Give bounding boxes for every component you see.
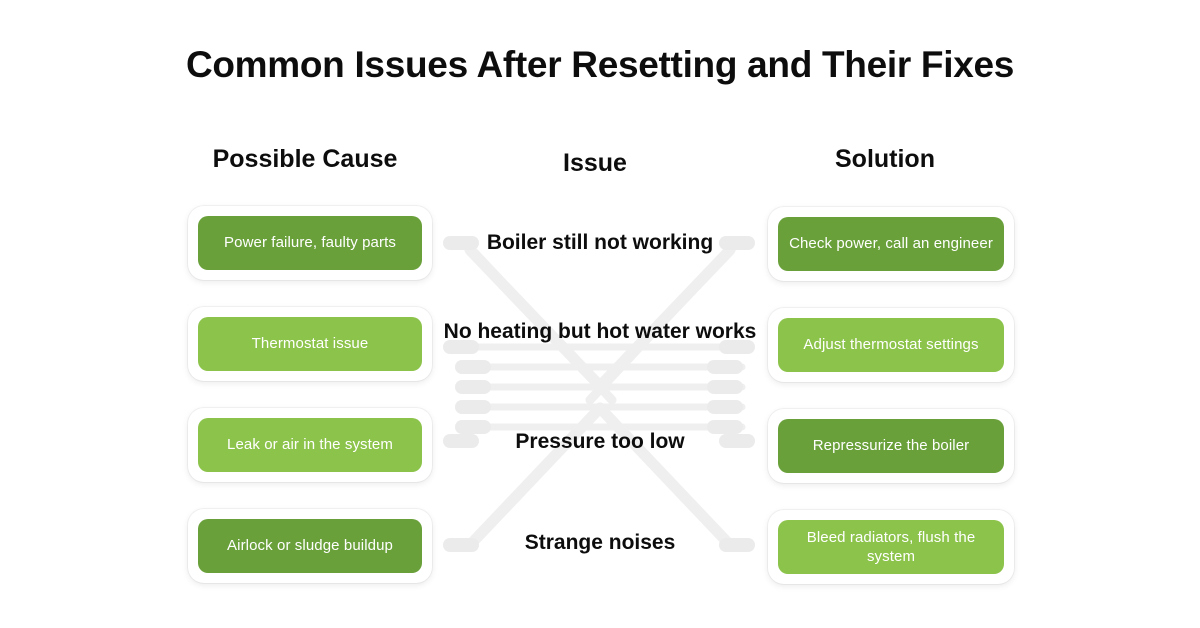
cause-label-3: Leak or air in the system xyxy=(198,418,422,472)
solution-card-3[interactable]: Repressurize the boiler xyxy=(768,409,1014,483)
cause-card-2[interactable]: Thermostat issue xyxy=(188,307,432,381)
page-title: Common Issues After Resetting and Their … xyxy=(185,44,1015,85)
issue-label-4: Strange noises xyxy=(524,531,676,554)
cause-label-2: Thermostat issue xyxy=(198,317,422,371)
column-header-issue: Issue xyxy=(563,149,627,177)
solution-label-1: Check power, call an engineer xyxy=(778,217,1004,271)
cause-card-4[interactable]: Airlock or sludge buildup xyxy=(188,509,432,583)
cause-label-1: Power failure, faulty parts xyxy=(198,216,422,270)
issue-label-2: No heating but hot water works xyxy=(443,320,757,343)
solution-card-4[interactable]: Bleed radiators, flush the system xyxy=(768,510,1014,584)
column-header-possible-cause: Possible Cause xyxy=(212,145,398,173)
cause-card-3[interactable]: Leak or air in the system xyxy=(188,408,432,482)
issue-label-3: Pressure too low xyxy=(515,430,685,453)
issue-label-1: Boiler still not working xyxy=(486,231,714,254)
cause-card-1[interactable]: Power failure, faulty parts xyxy=(188,206,432,280)
solution-card-2[interactable]: Adjust thermostat settings xyxy=(768,308,1014,382)
cause-label-4: Airlock or sludge buildup xyxy=(198,519,422,573)
solution-label-3: Repressurize the boiler xyxy=(778,419,1004,473)
column-header-solution: Solution xyxy=(835,145,935,173)
solution-card-1[interactable]: Check power, call an engineer xyxy=(768,207,1014,281)
solution-label-4: Bleed radiators, flush the system xyxy=(778,520,1004,574)
solution-label-2: Adjust thermostat settings xyxy=(778,318,1004,372)
